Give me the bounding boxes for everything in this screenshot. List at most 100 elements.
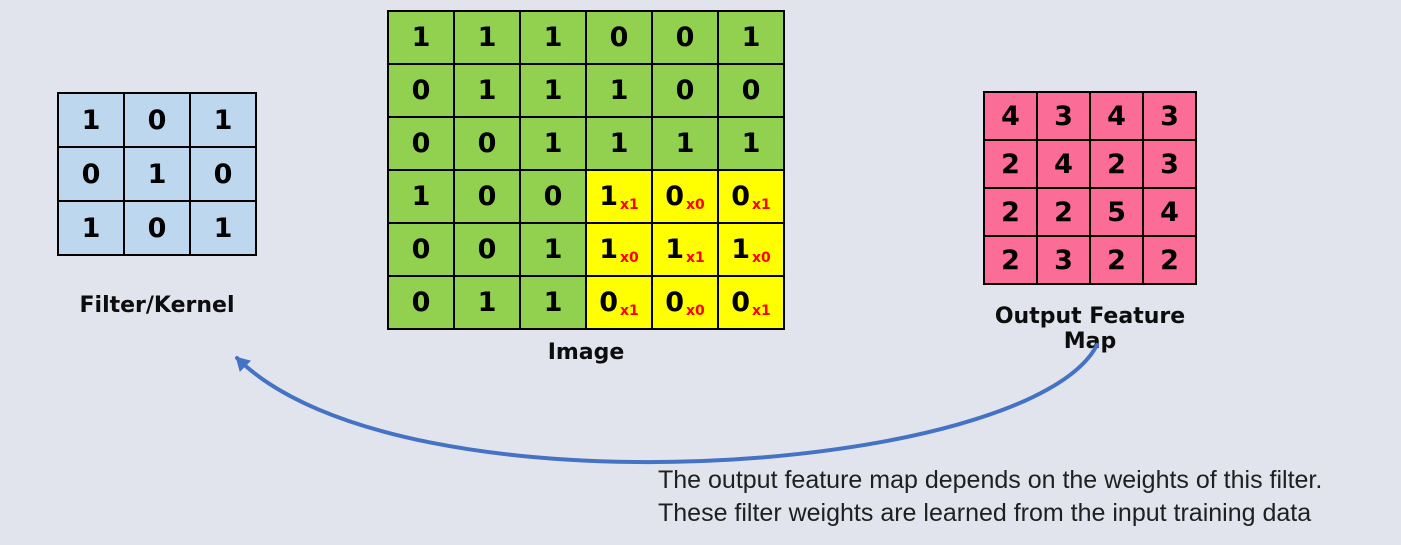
cell-value: 2 [1107,244,1126,276]
filter-kernel-label: Filter/Kernel [79,293,235,318]
cell-value: 0 [477,234,497,265]
cell-multiplier-subscript: x1 [752,302,771,319]
cell-value: 3 [1160,148,1179,180]
cell-value: 1 [741,128,761,159]
cell-multiplier-subscript: x1 [752,196,771,213]
cell-value: 4 [1054,148,1073,180]
caption: The output feature map depends on the we… [658,464,1322,530]
cell-value: 1 [543,234,563,265]
cell-value: 1 [543,75,563,106]
matrix-cell: 3 [1143,92,1196,140]
cell-value: 3 [1160,100,1179,132]
cell-value: 4 [1160,196,1179,228]
cell-value: 2 [1001,148,1020,180]
cell-value: 1 [213,104,233,136]
matrix-cell: 0 [454,223,520,276]
matrix-cell: 3 [1037,236,1090,284]
matrix-cell: 2 [984,140,1037,188]
cell-multiplier-subscript: x1 [686,249,705,266]
matrix-cell: 0 [388,276,454,329]
cell-value: 1 [81,104,101,136]
cell-value: 3 [1054,244,1073,276]
cell-value: 1 [411,22,431,53]
matrix-cell: 0 [124,93,190,147]
cell-value: 0 [731,287,750,318]
cell-multiplier-subscript: x0 [686,196,705,213]
matrix-cell: 1 [454,276,520,329]
matrix-cell: 1 [520,11,586,64]
matrix-cell: 0 [388,117,454,170]
matrix-cell: 4 [1037,140,1090,188]
cell-value: 0 [665,287,684,318]
cell-value: 0 [81,158,101,190]
cell-multiplier-subscript: x1 [620,302,639,319]
cell-value: 2 [1107,148,1126,180]
matrix-cell: 0 [454,117,520,170]
matrix-cell: 0 [454,170,520,223]
matrix-cell: 0 [388,64,454,117]
cell-value: 0 [411,128,431,159]
matrix-cell: 1 [652,117,718,170]
matrix-cell: 5 [1090,188,1143,236]
cell-value: 0 [147,104,167,136]
cell-multiplier-subscript: x0 [620,249,639,266]
matrix-cell: 0 [124,201,190,255]
matrix-cell: 0 [652,64,718,117]
cell-value: 2 [1160,244,1179,276]
cell-value: 0 [675,22,695,53]
cell-value: 2 [1001,196,1020,228]
cell-value: 1 [609,75,629,106]
matrix-cell: 1 [520,64,586,117]
matrix-cell: 1 [388,11,454,64]
cell-value: 0 [411,234,431,265]
matrix-cell: 0 [520,170,586,223]
matrix-cell: 1 [586,64,652,117]
cell-value: 0 [741,75,761,106]
matrix-cell: 2 [1143,236,1196,284]
cell-value: 3 [1054,100,1073,132]
cell-multiplier-subscript: x1 [620,196,639,213]
cell-value: 0 [675,75,695,106]
cell-value: 0 [411,75,431,106]
cell-value: 1 [213,212,233,244]
matrix-cell: 1 [454,11,520,64]
matrix-cell: 3 [1037,92,1090,140]
cell-value: 4 [1001,100,1020,132]
matrix-cell: 0 [652,11,718,64]
cell-value: 2 [1054,196,1073,228]
matrix-cell: 0 [388,223,454,276]
cell-value: 0 [213,158,233,190]
matrix-cell: 2 [984,188,1037,236]
cell-value: 0 [599,287,618,318]
cell-value: 1 [543,287,563,318]
cell-value: 0 [731,181,750,212]
cell-value: 1 [741,22,761,53]
matrix-cell: 1 [520,276,586,329]
matrix-cell: 0 [718,64,784,117]
cell-value: 1 [599,181,618,212]
cell-value: 0 [665,181,684,212]
matrix-cell: 0 [190,147,256,201]
cell-value: 1 [147,158,167,190]
cell-value: 1 [477,22,497,53]
matrix-cell: 4 [984,92,1037,140]
cell-value: 1 [477,287,497,318]
matrix-cell: 4 [1090,92,1143,140]
cell-value: 1 [411,181,431,212]
matrix-cell: 4 [1143,188,1196,236]
cell-value: 1 [665,234,684,265]
